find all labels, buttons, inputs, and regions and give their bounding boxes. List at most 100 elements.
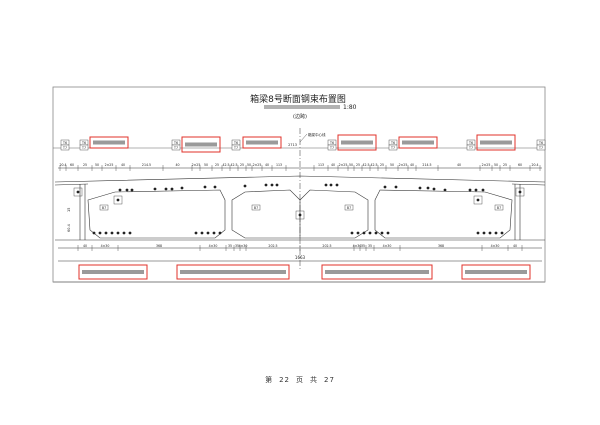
strand-dot	[104, 231, 108, 235]
strand-dot	[125, 188, 129, 192]
dimension-label: 40	[265, 163, 269, 167]
dimension-label: 4×30	[209, 244, 218, 248]
strand-dot	[110, 231, 114, 235]
tag-bottom: T7	[81, 146, 86, 150]
dimension-label: 40	[513, 244, 517, 248]
strand-dot	[476, 231, 480, 235]
tendon-strands	[73, 183, 525, 235]
strand-dot	[426, 186, 430, 190]
dimension-label: 35	[361, 244, 365, 248]
anchor-dot	[116, 198, 120, 202]
footer-mid: 页	[296, 376, 304, 384]
dimension-label: 4×30	[353, 244, 362, 248]
strand-dot	[130, 188, 134, 192]
highlight-box	[337, 134, 377, 151]
drawing-title: 箱梁8号断面钢束布置图	[250, 93, 346, 105]
strand-dot	[368, 231, 372, 235]
dimension-label: 2×25	[192, 163, 201, 167]
highlight-box	[181, 136, 221, 153]
dimension-label: 4×30	[383, 244, 392, 248]
highlight-boxes	[78, 134, 531, 280]
redacted-label	[82, 270, 144, 274]
anchor-dot	[298, 213, 302, 217]
strand-dot	[118, 188, 122, 192]
redacted-label	[402, 140, 434, 145]
strand-dot	[264, 183, 268, 187]
centerline-label: 箱梁中心线	[308, 132, 326, 137]
tag-bottom: T7	[390, 146, 395, 150]
dimension-label: 368	[156, 244, 162, 248]
strand-dot	[243, 184, 247, 188]
dimension-label: 25	[380, 163, 384, 167]
strand-dot	[380, 231, 384, 235]
strand-dot	[394, 185, 398, 189]
strand-dot	[488, 231, 492, 235]
tag-top: T6	[538, 141, 543, 145]
dimension-label: 2×25	[339, 163, 348, 167]
dimension-label: 214.5	[422, 163, 431, 167]
tag-bottom: T7	[62, 146, 67, 150]
highlight-box	[176, 264, 290, 280]
strand-dot	[180, 186, 184, 190]
cell-label: B7	[497, 206, 501, 210]
redacted-label	[465, 270, 527, 274]
dimension-label: 368	[438, 244, 444, 248]
strand-dot	[98, 231, 102, 235]
strand-dot	[443, 188, 447, 192]
redacted-label	[180, 270, 286, 274]
dimension-label: 40	[83, 244, 87, 248]
strand-dot	[153, 187, 157, 191]
strand-dot	[122, 231, 126, 235]
strand-dot	[212, 231, 216, 235]
dimension-label: 50	[494, 163, 498, 167]
strand-dot	[200, 231, 204, 235]
highlight-box	[461, 264, 531, 280]
strand-dot	[335, 183, 339, 187]
dimension-label: 50	[390, 163, 394, 167]
tag-top: T6	[468, 141, 473, 145]
highlight-box	[476, 134, 516, 151]
tag-top: T6	[390, 141, 395, 145]
anchor-dot	[518, 190, 522, 194]
tag-top: T6	[329, 141, 334, 145]
dimension-label: 20.4	[531, 163, 538, 167]
center-dim: 2713	[288, 143, 297, 147]
dimension-label: 40	[410, 163, 414, 167]
strand-dot	[386, 231, 390, 235]
side-dim: 60.4	[67, 223, 71, 232]
anchor-box	[473, 195, 483, 205]
redacted-label	[246, 140, 278, 145]
strand-dot	[482, 231, 486, 235]
dimension-label: 25	[240, 163, 244, 167]
strand-dot	[275, 183, 279, 187]
redacted-label	[341, 140, 373, 145]
dimension-label: 40	[331, 163, 335, 167]
strand-dot	[350, 231, 354, 235]
cell-label: B7	[102, 206, 106, 210]
strand-dot	[218, 231, 222, 235]
drawing-subtitle: (边跨)	[293, 113, 307, 120]
anchor-box	[515, 187, 525, 197]
drawing-scale: 1:80	[343, 104, 357, 111]
tag-bottom: T7	[329, 146, 334, 150]
strand-dot	[468, 188, 472, 192]
strand-dot	[213, 185, 217, 189]
dimension-label: 25	[356, 163, 360, 167]
strand-dot	[356, 231, 360, 235]
anchor-dot	[76, 190, 80, 194]
dimension-label: 35	[368, 244, 372, 248]
dimension-label: 60	[70, 163, 74, 167]
dimension-label: 50	[204, 163, 208, 167]
highlight-box	[89, 136, 129, 149]
strand-dot	[481, 188, 485, 192]
dimension-label: 4×30	[491, 244, 500, 248]
strand-dot	[500, 231, 504, 235]
dimension-label: 50	[95, 163, 99, 167]
dimension-label: 42.5	[222, 163, 229, 167]
